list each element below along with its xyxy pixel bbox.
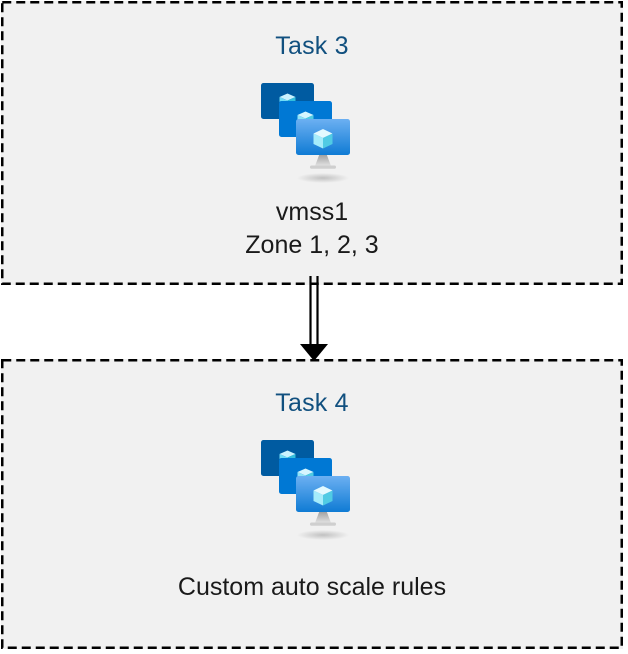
caption-line: vmss1: [275, 198, 349, 226]
caption-task3: vmss1 Zone 1, 2, 3: [245, 196, 378, 262]
connector-task3-to-task4: [300, 276, 328, 361]
caption-task4: Custom auto scale rules: [178, 571, 446, 604]
arrow-head-icon: [300, 344, 328, 361]
azure-virtual-machine-scale-set-icon: [261, 440, 350, 540]
group-box-task4[interactable]: Task 4: [1, 359, 623, 649]
caption-line: Custom auto scale rules: [177, 573, 447, 601]
group-box-task3[interactable]: Task 3: [1, 1, 623, 285]
azure-virtual-machine-scale-set-icon: [261, 83, 350, 183]
task-title-task3: Task 3: [275, 32, 349, 60]
task-title-task4: Task 4: [275, 389, 349, 417]
caption-line: Zone 1, 2, 3: [245, 231, 379, 259]
